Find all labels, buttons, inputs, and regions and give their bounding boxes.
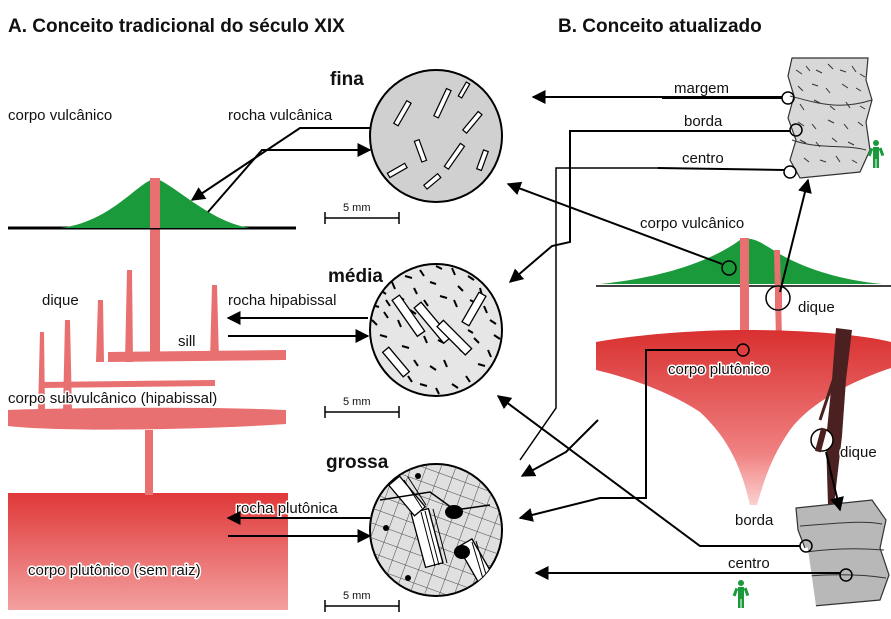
label-volcanic-body-a: corpo vulcânico (8, 107, 112, 124)
label-medium: média (328, 266, 383, 287)
subvolcanic-sill (8, 408, 286, 430)
arrow-volcanic-out (192, 128, 370, 200)
label-coarse: grossa (326, 452, 389, 473)
title-a: A. Conceito tradicional do século XIX (8, 16, 345, 37)
scale-medium: 5 mm (343, 396, 371, 408)
label-sill: sill (178, 333, 196, 350)
label-center-top: centro (682, 150, 724, 167)
label-subvolcanic-body: corpo subvulcânico (hipabissal) (8, 390, 217, 407)
person-icon-top (868, 140, 885, 168)
person-icon-bottom (733, 580, 750, 608)
label-hypabyssal-rock: rocha hipabissal (228, 292, 336, 309)
label-fine: fina (330, 69, 364, 90)
label-border-bottom: borda (735, 512, 774, 529)
sill-a (108, 350, 286, 362)
title-b: B. Conceito atualizado (558, 16, 762, 37)
label-volcanic-body-b: corpo vulcânico (640, 215, 744, 232)
label-plutonic-body-a: corpo plutônico (sem raiz) (28, 562, 201, 579)
label-volcanic-rock: rocha vulcânica (228, 107, 333, 124)
scale-coarse: 5 mm (343, 590, 371, 602)
scale-fine: 5 mm (343, 202, 371, 214)
label-border-top: borda (684, 113, 723, 130)
label-plutonic-rock: rocha plutônica (236, 500, 338, 517)
label-plutonic-body-b: corpo plutônico (668, 361, 770, 378)
label-margin: margem (674, 80, 729, 97)
label-dike-a: dique (42, 292, 79, 309)
label-dike-b2: dique (840, 444, 877, 461)
lava-flow (788, 58, 872, 178)
panel-b: margem borda centro corpo vulcânico diqu… (498, 58, 891, 609)
label-center-bottom: centro (728, 555, 770, 572)
label-dike-b1: dique (798, 299, 835, 316)
panel-a: corpo vulcânico rocha vulcânica dique si… (8, 107, 370, 610)
